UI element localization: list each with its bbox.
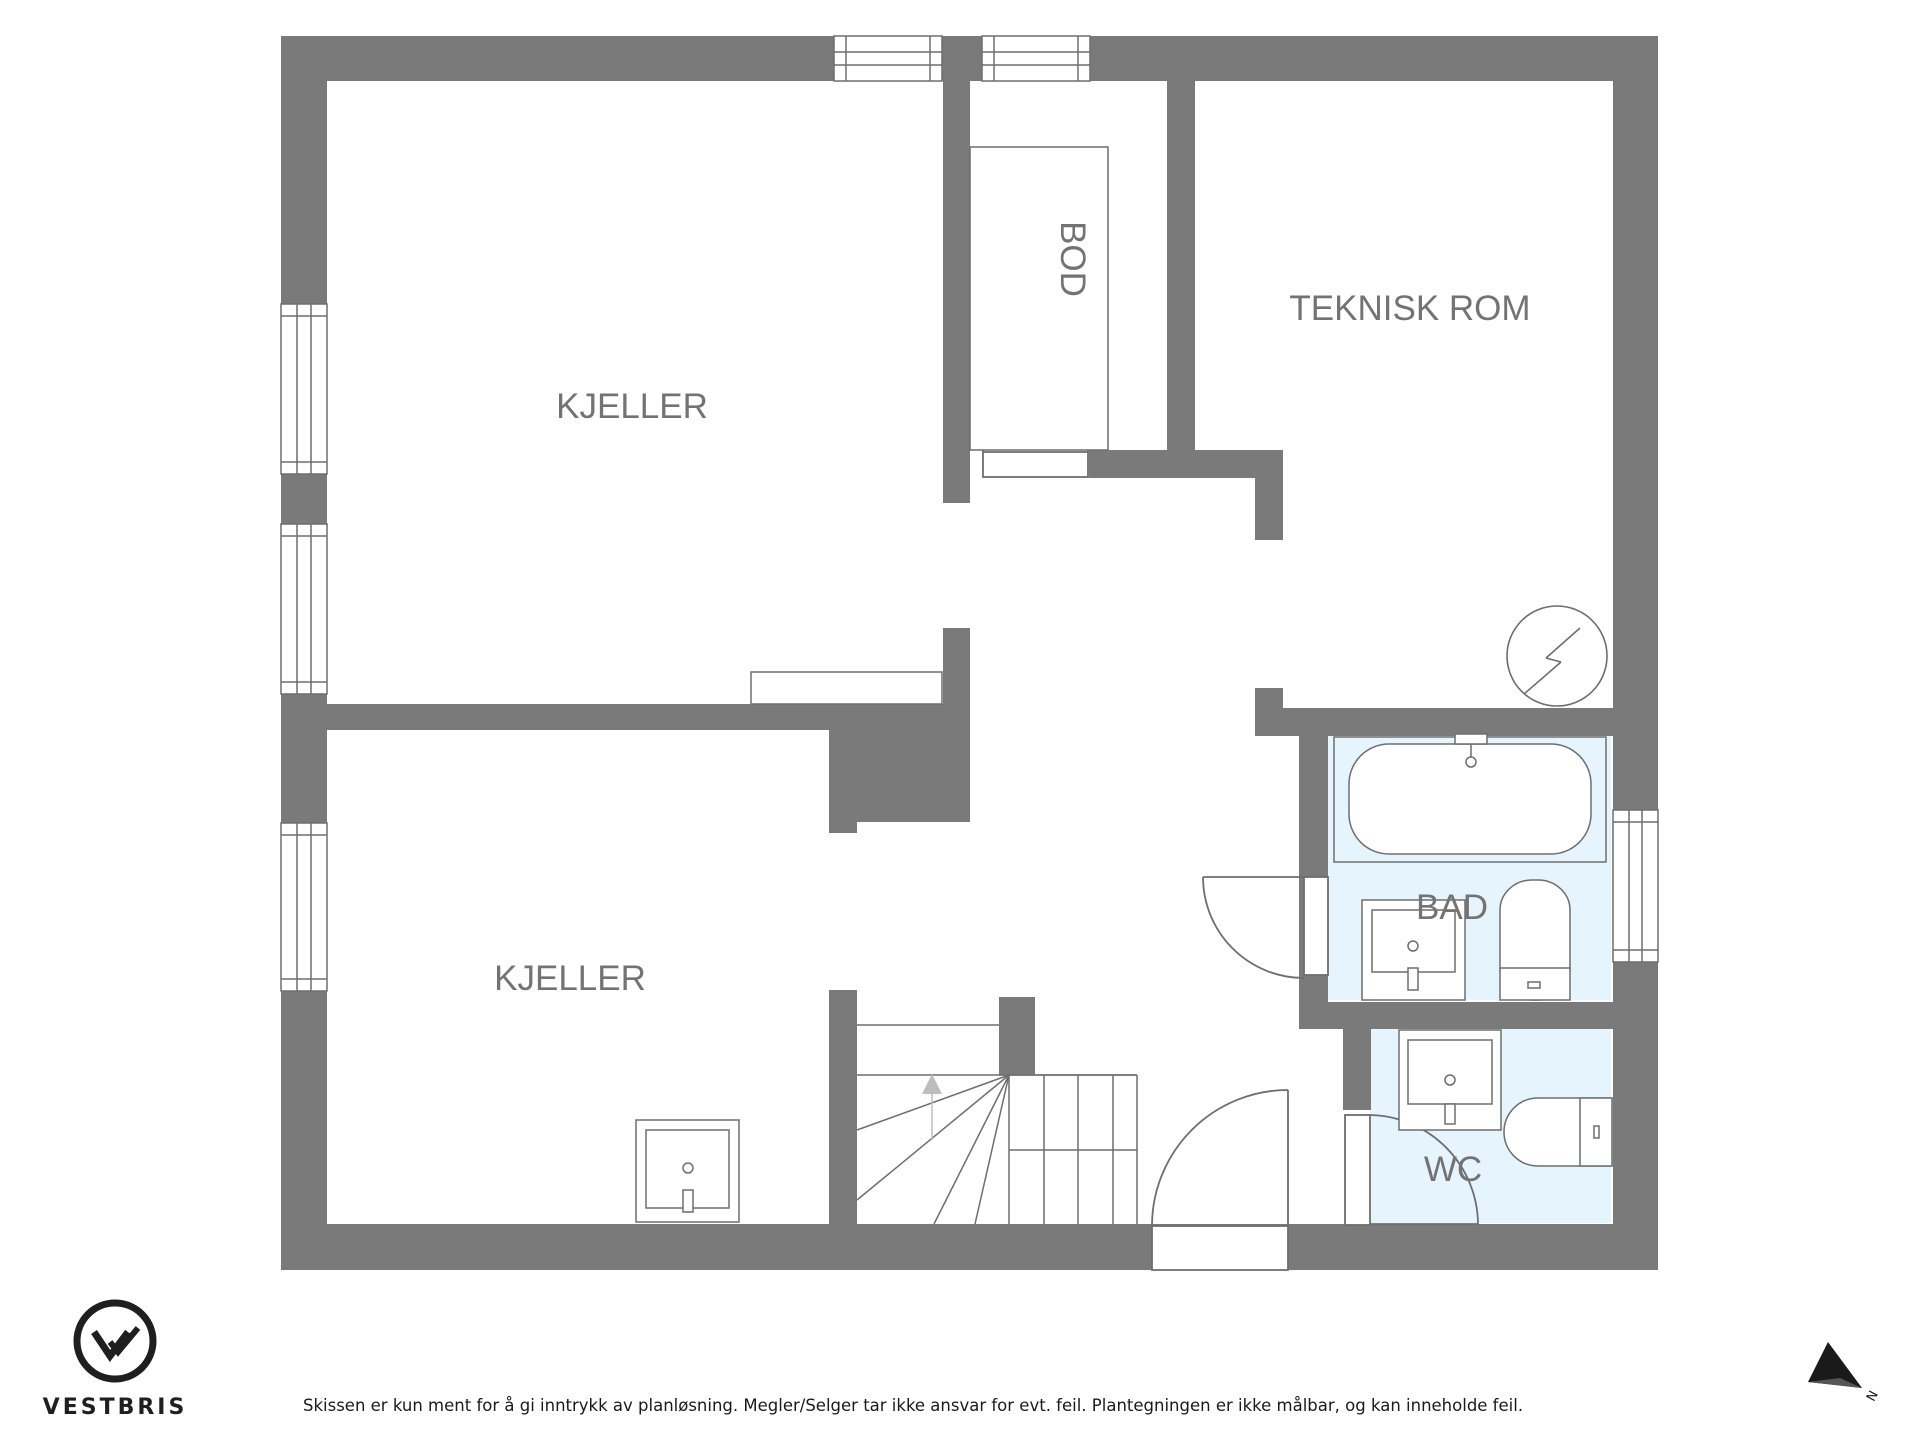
room-label-teknisk-rom: TEKNISK ROM — [1289, 289, 1530, 328]
vestbris-logo-icon — [73, 1299, 157, 1383]
room-label-kjeller-bottom: KJELLER — [494, 959, 646, 998]
brand-name: VESTBRIS — [42, 1395, 188, 1420]
room-label-wc: WC — [1424, 1150, 1482, 1189]
room-label-bod: BOD — [1053, 221, 1092, 297]
room-label-kjeller-top: KJELLER — [556, 387, 708, 426]
room-label-bad: BAD — [1416, 888, 1488, 927]
brand-block: VESTBRIS — [30, 1298, 200, 1420]
north-compass-icon: N — [1808, 1342, 1882, 1404]
windows — [280, 35, 1659, 992]
stairs — [856, 1024, 1138, 1225]
compass-north-label: N — [1864, 1389, 1882, 1405]
electrical-panel-icon — [1506, 605, 1608, 707]
fixtures — [635, 733, 1613, 1223]
shelves — [750, 146, 1109, 705]
disclaimer-text: Skissen er kun ment for å gi inntrykk av… — [303, 1396, 1524, 1415]
stairs-up-arrow-icon — [922, 1074, 942, 1094]
